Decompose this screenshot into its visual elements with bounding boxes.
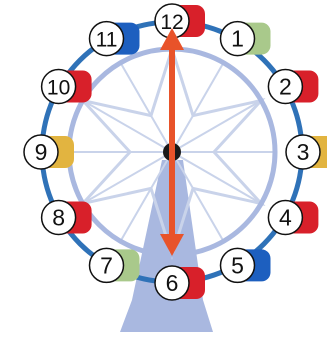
seat-number-label: 8 [52, 205, 65, 231]
seat-8: 8 [42, 201, 92, 235]
seat-12: 12 [155, 4, 205, 38]
seat-2: 2 [268, 70, 318, 104]
seat-number-label: 7 [100, 252, 113, 278]
seat-3: 3 [286, 135, 327, 169]
spoke-line [83, 101, 172, 153]
seat-number-label: 5 [231, 252, 244, 278]
seat-1: 1 [221, 22, 271, 56]
seat-9: 9 [24, 135, 74, 169]
seat-number-label: 2 [279, 74, 292, 100]
seat-number-label: 9 [35, 139, 48, 165]
seat-10: 10 [42, 70, 92, 104]
spoke-line [172, 101, 261, 153]
seat-7: 7 [90, 248, 140, 282]
seat-4: 4 [268, 201, 318, 235]
seat-5: 5 [221, 248, 271, 282]
seat-number-label: 1 [231, 26, 244, 52]
seat-number-label: 3 [297, 139, 310, 165]
seat-number-label: 6 [166, 270, 179, 296]
seat-number-label: 4 [279, 205, 292, 231]
seat-number-label: 11 [96, 29, 118, 52]
seat-6: 6 [155, 266, 205, 300]
seat-number-label: 10 [47, 77, 70, 100]
seat-11: 11 [90, 22, 140, 56]
